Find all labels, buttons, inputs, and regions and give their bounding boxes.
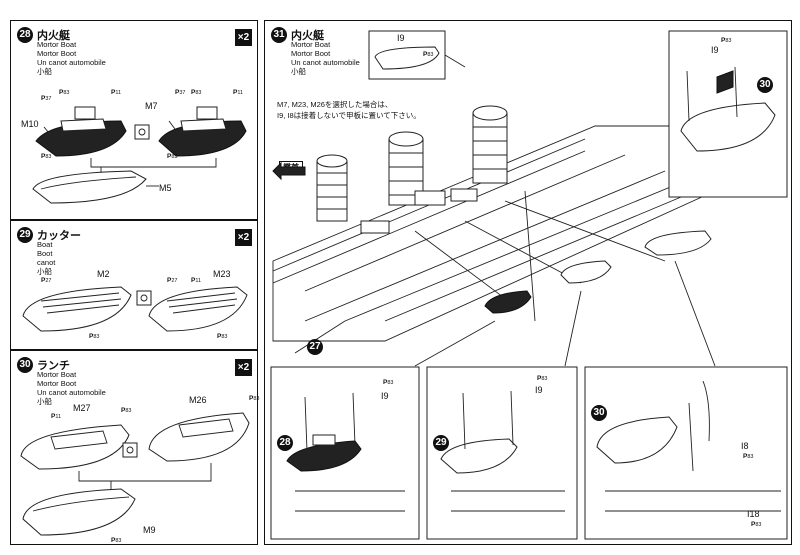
callout-i9-top: I9 xyxy=(397,33,405,43)
label-m2: M2 xyxy=(97,269,110,279)
subtitle-de: Mortor Boot xyxy=(37,379,77,388)
subtitle-de: Mortor Boot xyxy=(291,49,331,58)
callout-i9-right: I9 xyxy=(711,45,719,55)
part-ref: P83 xyxy=(721,37,732,44)
part-ref: P83 xyxy=(111,537,122,544)
part-ref: P27 xyxy=(41,277,52,284)
detail-ref-29: 29 xyxy=(433,435,449,451)
part-ref: P83 xyxy=(751,521,762,528)
detail-i9-label: I9 xyxy=(535,385,543,395)
subtitle-de: Boot xyxy=(37,249,53,258)
boat-assembly-drawing-28 xyxy=(32,106,247,204)
part-ref: P83 xyxy=(423,51,434,58)
ref-step-30: 30 xyxy=(757,77,773,93)
quantity-badge: ×2 xyxy=(235,29,252,46)
subtitle-en: Mortor Boat xyxy=(291,40,331,49)
step-subtitles: Mortor Boat Mortor Boot Un canot automob… xyxy=(37,370,106,406)
part-ref: P83 xyxy=(191,89,202,96)
part-ref: P83 xyxy=(383,379,394,386)
label-m23: M23 xyxy=(213,269,231,279)
step-title: ランチ xyxy=(37,360,70,372)
launch-drawing-30 xyxy=(20,412,250,536)
step-title: 内火艇 xyxy=(291,30,324,42)
label-m26: M26 xyxy=(189,395,207,405)
detail-ref-30: 30 xyxy=(591,405,607,421)
subtitle-fr: canot xyxy=(37,258,56,267)
subtitle-fr: Un canot automobile xyxy=(37,388,106,397)
part-ref: P83 xyxy=(59,89,70,96)
part-ref: P83 xyxy=(41,153,52,160)
subtitle-en: Mortor Boat xyxy=(37,370,77,379)
step-number: 31 xyxy=(271,27,287,43)
part-ref: P83 xyxy=(217,333,228,340)
detail-i9-label: I9 xyxy=(381,391,389,401)
part-ref: P37 xyxy=(41,95,52,102)
part-ref: P11 xyxy=(233,89,244,96)
part-ref: P37 xyxy=(175,89,186,96)
step-subtitles: Boat Boot canot 小船 xyxy=(37,240,55,276)
part-ref: P83 xyxy=(537,375,548,382)
step-number: 28 xyxy=(17,27,33,43)
part-ref: P11 xyxy=(111,89,122,96)
part-ref: P11 xyxy=(51,413,62,420)
step-subtitles: Mortor Boat Mortor Boot Un canot automob… xyxy=(37,40,106,76)
ref-step-27: 27 xyxy=(307,339,323,355)
panel-step-28: 28 内火艇 Mortor Boat Mortor Boot Un canot … xyxy=(10,20,258,220)
step-title: 内火艇 xyxy=(37,30,70,42)
part-ref: P27 xyxy=(167,277,178,284)
subtitle-en: Boat xyxy=(37,240,53,249)
subtitle-jp: 小船 xyxy=(37,67,52,76)
subtitle-de: Mortor Boot xyxy=(37,49,77,58)
panel-step-31: 31 内火艇 Mortor Boat Mortor Boot Un canot … xyxy=(264,20,792,545)
detail-ref-28: 28 xyxy=(277,435,293,451)
note-line: M7, M23, M26を選択した場合は、 xyxy=(277,100,393,109)
detail-i8-label: I8 xyxy=(741,441,749,451)
step-number: 29 xyxy=(17,227,33,243)
detail-i18-label: I18 xyxy=(747,509,760,519)
part-ref: P83 xyxy=(743,453,754,460)
subtitle-fr: Un canot automobile xyxy=(37,58,106,67)
subtitle-jp: 小船 xyxy=(291,67,306,76)
ship-assembly-drawing xyxy=(270,30,788,540)
part-ref: P83 xyxy=(167,153,178,160)
quantity-badge: ×2 xyxy=(235,359,252,376)
subtitle-en: Mortor Boat xyxy=(37,40,77,49)
part-ref: P83 xyxy=(121,407,132,414)
part-ref: P83 xyxy=(249,395,260,402)
step-title: カッター xyxy=(37,230,81,242)
step-subtitles: Mortor Boat Mortor Boot Un canot automob… xyxy=(291,40,360,76)
label-m5: M5 xyxy=(159,183,172,193)
label-m10: M10 xyxy=(21,119,39,129)
panel-step-29: 29 カッター Boat Boot canot 小船 ×2 M2 M23 P27… xyxy=(10,220,258,350)
panel-step-30: 30 ランチ Mortor Boat Mortor Boot Un canot … xyxy=(10,350,260,545)
subtitle-jp: 小船 xyxy=(37,397,52,406)
assembly-note: M7, M23, M26を選択した場合は、 I9, I8は接着しないで甲板に置い… xyxy=(277,99,421,121)
label-m9: M9 xyxy=(143,525,156,535)
quantity-badge: ×2 xyxy=(235,229,252,246)
note-line: I9, I8は接着しないで甲板に置いて下さい。 xyxy=(277,111,421,120)
part-ref: P83 xyxy=(89,333,100,340)
label-m7: M7 xyxy=(145,101,158,111)
part-ref: P11 xyxy=(191,277,202,284)
subtitle-fr: Un canot automobile xyxy=(291,58,360,67)
cutter-drawing-29 xyxy=(22,286,248,332)
subtitle-jp: 小船 xyxy=(37,267,52,276)
label-m27: M27 xyxy=(73,403,91,413)
step-number: 30 xyxy=(17,357,33,373)
